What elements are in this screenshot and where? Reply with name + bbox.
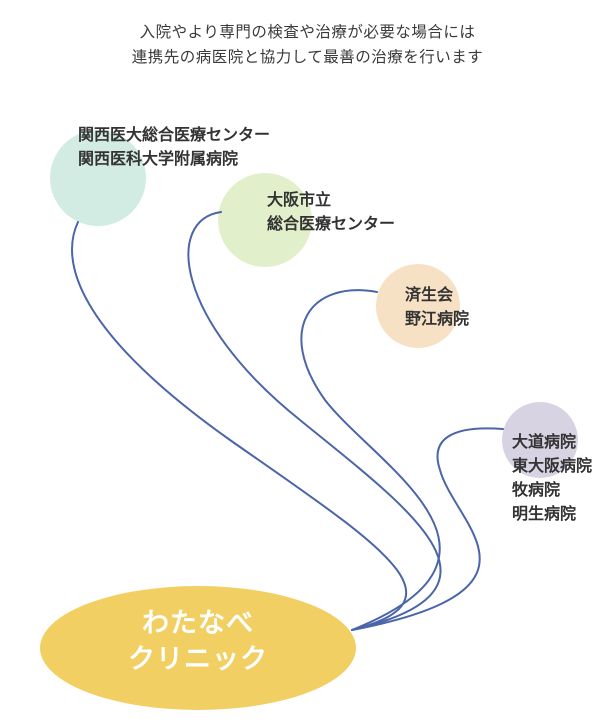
clinic-label-line-2: クリニック <box>128 644 268 675</box>
saiseikai-hospital-circle <box>376 264 460 348</box>
connection-line-kansai <box>71 221 408 631</box>
clinic-label: わたなべ クリニック <box>40 606 356 678</box>
connection-line-group <box>351 427 504 631</box>
connection-line-saiseikai <box>300 289 441 631</box>
intro-line-2: 連携先の病医院と協力して最善の治療を行います <box>131 48 484 66</box>
intro-line-1: 入院やより専門の検査や治療が必要な場合には <box>139 23 476 41</box>
saiseikai-label-line-1: 済生会 <box>405 285 454 304</box>
connection-line-osaka <box>187 211 442 631</box>
clinic-label-line-1: わたなべ <box>142 608 254 639</box>
hospital-group-label: 大道病院 東大阪病院 牧病院 明生病院 <box>512 430 592 526</box>
osaka-label-line-2: 総合医療センター <box>267 214 396 233</box>
osaka-city-hospital-circle <box>218 173 312 267</box>
saiseikai-hospital-label: 済生会 野江病院 <box>405 283 469 331</box>
osaka-label-line-1: 大阪市立 <box>267 190 332 209</box>
group-label-line-3: 牧病院 <box>512 480 561 499</box>
kansai-label-line-2: 関西医科大学附属病院 <box>78 149 239 168</box>
osaka-city-hospital-label: 大阪市立 総合医療センター <box>267 188 395 236</box>
hospital-group-circle <box>502 402 578 478</box>
saiseikai-label-line-2: 野江病院 <box>405 309 470 328</box>
group-label-line-2: 東大阪病院 <box>512 456 593 475</box>
clinic-ellipse <box>40 586 356 710</box>
intro-text: 入院やより専門の検査や治療が必要な場合には 連携先の病医院と協力して最善の治療を… <box>0 20 615 70</box>
kansai-hospital-label: 関西医大総合医療センター 関西医科大学附属病院 <box>78 123 270 171</box>
kansai-hospital-circle <box>50 130 146 226</box>
kansai-label-line-1: 関西医大総合医療センター <box>78 125 271 144</box>
group-label-line-4: 明生病院 <box>512 504 577 523</box>
group-label-line-1: 大道病院 <box>512 432 577 451</box>
